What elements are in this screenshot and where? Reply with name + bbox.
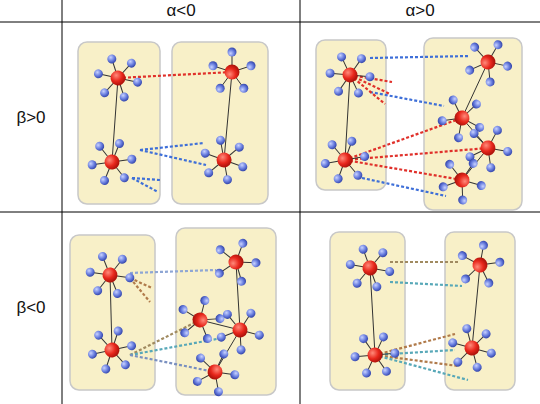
community-box xyxy=(70,38,522,395)
dashed-link xyxy=(118,56,488,380)
hub-node xyxy=(83,29,521,400)
table-header: β<0 xyxy=(16,298,45,318)
table-header: α>0 xyxy=(405,1,434,21)
table-header: α<0 xyxy=(166,1,195,21)
hub-link xyxy=(110,62,488,372)
table-header: β>0 xyxy=(16,108,45,128)
